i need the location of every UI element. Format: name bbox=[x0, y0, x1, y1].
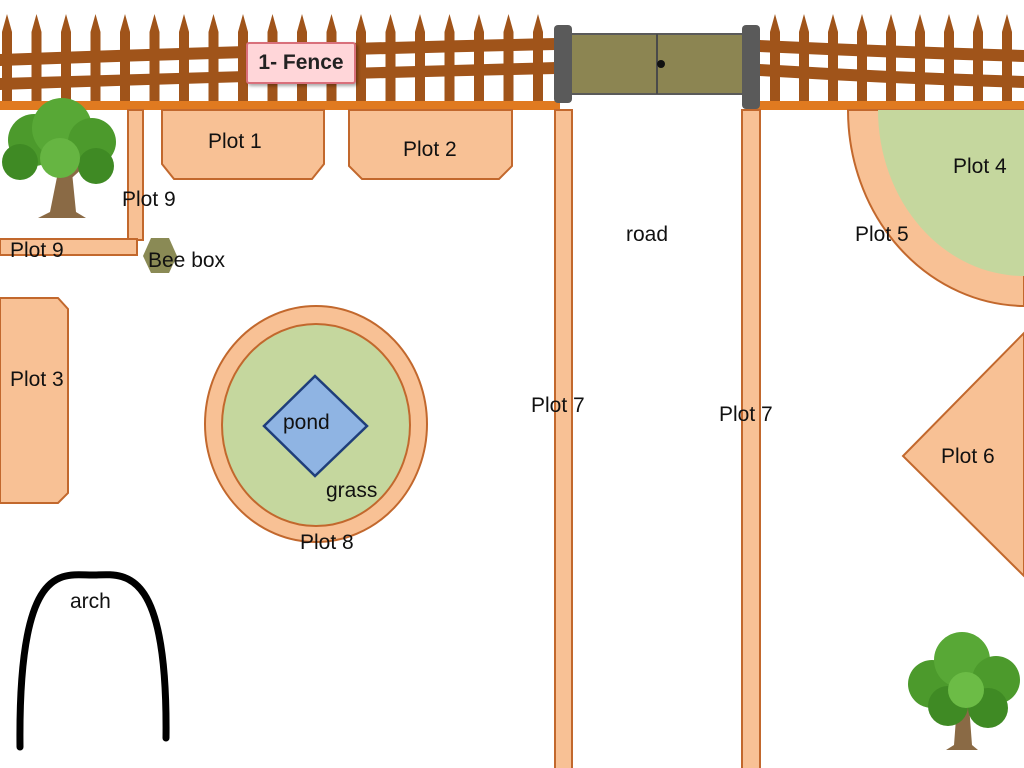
tree-icon bbox=[908, 632, 1020, 750]
fence-base-left bbox=[0, 101, 560, 110]
plot-1-bed bbox=[161, 109, 325, 180]
fence-picket bbox=[356, 14, 366, 104]
hexagon-icon bbox=[143, 238, 177, 273]
plot-7-strip-right bbox=[741, 109, 761, 768]
tree-leaf-cluster bbox=[78, 148, 114, 184]
bee-box-label: Bee box bbox=[148, 249, 226, 272]
plot-7-label-right: Plot 7 bbox=[719, 403, 773, 426]
arch-label: arch bbox=[70, 590, 111, 613]
fence-picket bbox=[385, 14, 396, 104]
plot-2-label: Plot 2 bbox=[403, 138, 457, 161]
plot-6-bed bbox=[901, 331, 1024, 578]
plot-9-vertical-strip bbox=[127, 109, 144, 241]
fence-picket bbox=[828, 14, 838, 104]
road-label: road bbox=[626, 223, 669, 246]
plot-4-label: Plot 4 bbox=[953, 155, 1007, 178]
pond-label: pond bbox=[283, 411, 330, 434]
gate-post-left bbox=[554, 25, 572, 103]
tree-icon bbox=[2, 98, 116, 218]
fence-rail-upper-right bbox=[760, 40, 1024, 62]
grass-label: grass bbox=[326, 479, 378, 502]
tree-trunk-top-left bbox=[38, 172, 86, 218]
fence-title-text: 1- Fence bbox=[258, 51, 344, 74]
plot-5-and-4 bbox=[846, 109, 1024, 308]
plot-6-label: Plot 6 bbox=[941, 445, 995, 468]
fence-title-tag: 1- Fence bbox=[246, 42, 356, 84]
plot-9-label-top: Plot 9 bbox=[122, 188, 176, 211]
fence-picket bbox=[415, 14, 425, 104]
tree-leaf-cluster bbox=[948, 672, 984, 708]
tree-leaf-cluster bbox=[40, 138, 80, 178]
tree-trunk-bottom-right bbox=[946, 692, 978, 750]
fence-picket bbox=[915, 14, 925, 104]
fence-picket bbox=[857, 14, 867, 104]
plot-7-strip-left bbox=[554, 109, 573, 768]
fence-picket bbox=[503, 14, 514, 104]
plot-7-label-left: Plot 7 bbox=[531, 394, 585, 417]
arch-icon bbox=[16, 571, 170, 751]
plot-8 bbox=[204, 305, 428, 543]
fence-rail-lower-right bbox=[760, 64, 1024, 88]
plot-9-horizontal-strip bbox=[0, 238, 138, 256]
plot-3-label: Plot 3 bbox=[10, 368, 64, 391]
fence-picket bbox=[770, 14, 780, 104]
pond-shape bbox=[262, 374, 369, 478]
fence-picket bbox=[886, 14, 896, 104]
fence-picket bbox=[444, 14, 455, 104]
gate-icon bbox=[554, 25, 760, 109]
gate-post-right bbox=[742, 25, 760, 109]
plot-1-label: Plot 1 bbox=[208, 130, 262, 153]
plot-3-bed bbox=[0, 297, 69, 504]
plot-9-label-bottom: Plot 9 bbox=[10, 239, 64, 262]
fence-picket bbox=[799, 14, 809, 104]
gate-latch bbox=[657, 60, 665, 68]
plot-9 bbox=[0, 109, 144, 256]
plot-2-bed bbox=[348, 109, 513, 180]
fence-base-right bbox=[748, 101, 1024, 110]
fence-picket bbox=[533, 14, 543, 104]
tree-leaf-cluster bbox=[2, 144, 38, 180]
fence-picket bbox=[474, 14, 484, 104]
plot-8-label: Plot 8 bbox=[300, 531, 354, 554]
plot-5-label: Plot 5 bbox=[855, 223, 909, 246]
plot-4-lawn bbox=[878, 110, 1024, 276]
